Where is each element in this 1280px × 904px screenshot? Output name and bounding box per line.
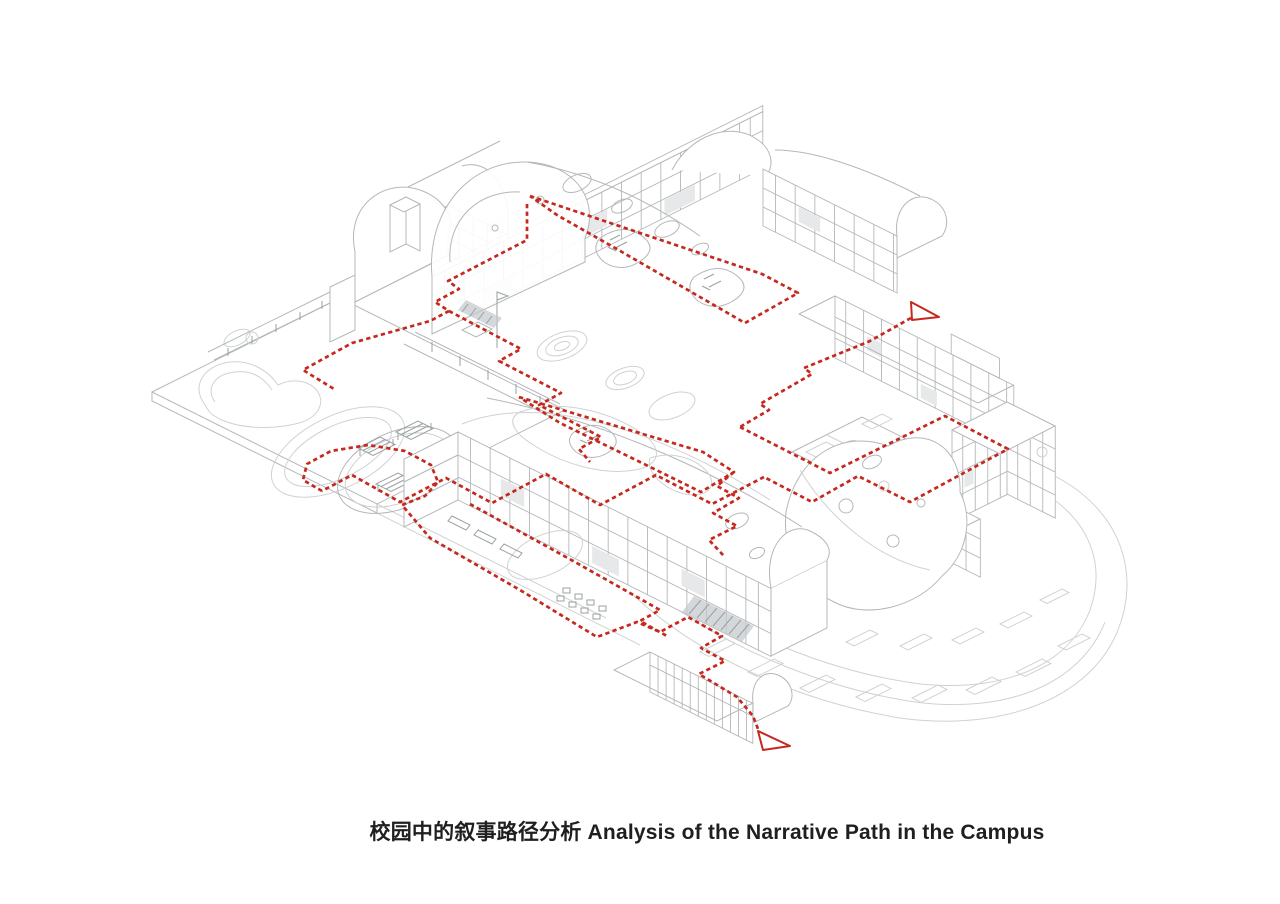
roof-play-pit <box>689 268 745 307</box>
middle-building-roof <box>461 397 830 657</box>
central-courtyard <box>403 291 696 421</box>
caption: 校园中的叙事路径分析 Analysis of the Narrative Pat… <box>370 816 1045 846</box>
tables-and-chairs <box>556 587 607 620</box>
courtyard-stair <box>458 300 502 328</box>
covered-walkway <box>403 331 561 417</box>
north-building <box>430 104 772 335</box>
grand-stair <box>682 596 754 642</box>
east-tower <box>950 401 1057 523</box>
narrative-path-segment <box>301 443 760 730</box>
north-slab-building <box>797 295 1015 449</box>
narrative-path <box>301 194 1010 751</box>
front-plaza <box>447 515 607 620</box>
east-wing <box>762 149 948 294</box>
start-flag-icon <box>910 301 940 321</box>
benches <box>447 515 523 559</box>
narrative-path-segment <box>469 502 668 638</box>
curved-roof-hall <box>784 437 968 611</box>
house-building <box>329 140 509 343</box>
narrative-path-segment <box>739 316 912 429</box>
caption-text: 校园中的叙事路径分析 Analysis of the Narrative Pat… <box>369 821 1045 844</box>
end-flag-icon <box>757 730 791 751</box>
trees <box>245 331 1048 492</box>
entrance-pavilion <box>612 596 793 745</box>
house-chimney <box>388 196 422 253</box>
narrative-path-segment <box>518 395 736 494</box>
narrative-path-segment <box>707 470 741 557</box>
narrative-path-segment <box>529 194 800 325</box>
middle-building-end <box>403 431 459 528</box>
road-band <box>629 439 1128 722</box>
raised-walkway <box>207 290 339 361</box>
narrative-path-segment <box>739 414 1010 504</box>
narrative-path-segment <box>301 204 529 391</box>
kiosk <box>460 321 494 338</box>
narrative-path-segment <box>448 309 603 463</box>
